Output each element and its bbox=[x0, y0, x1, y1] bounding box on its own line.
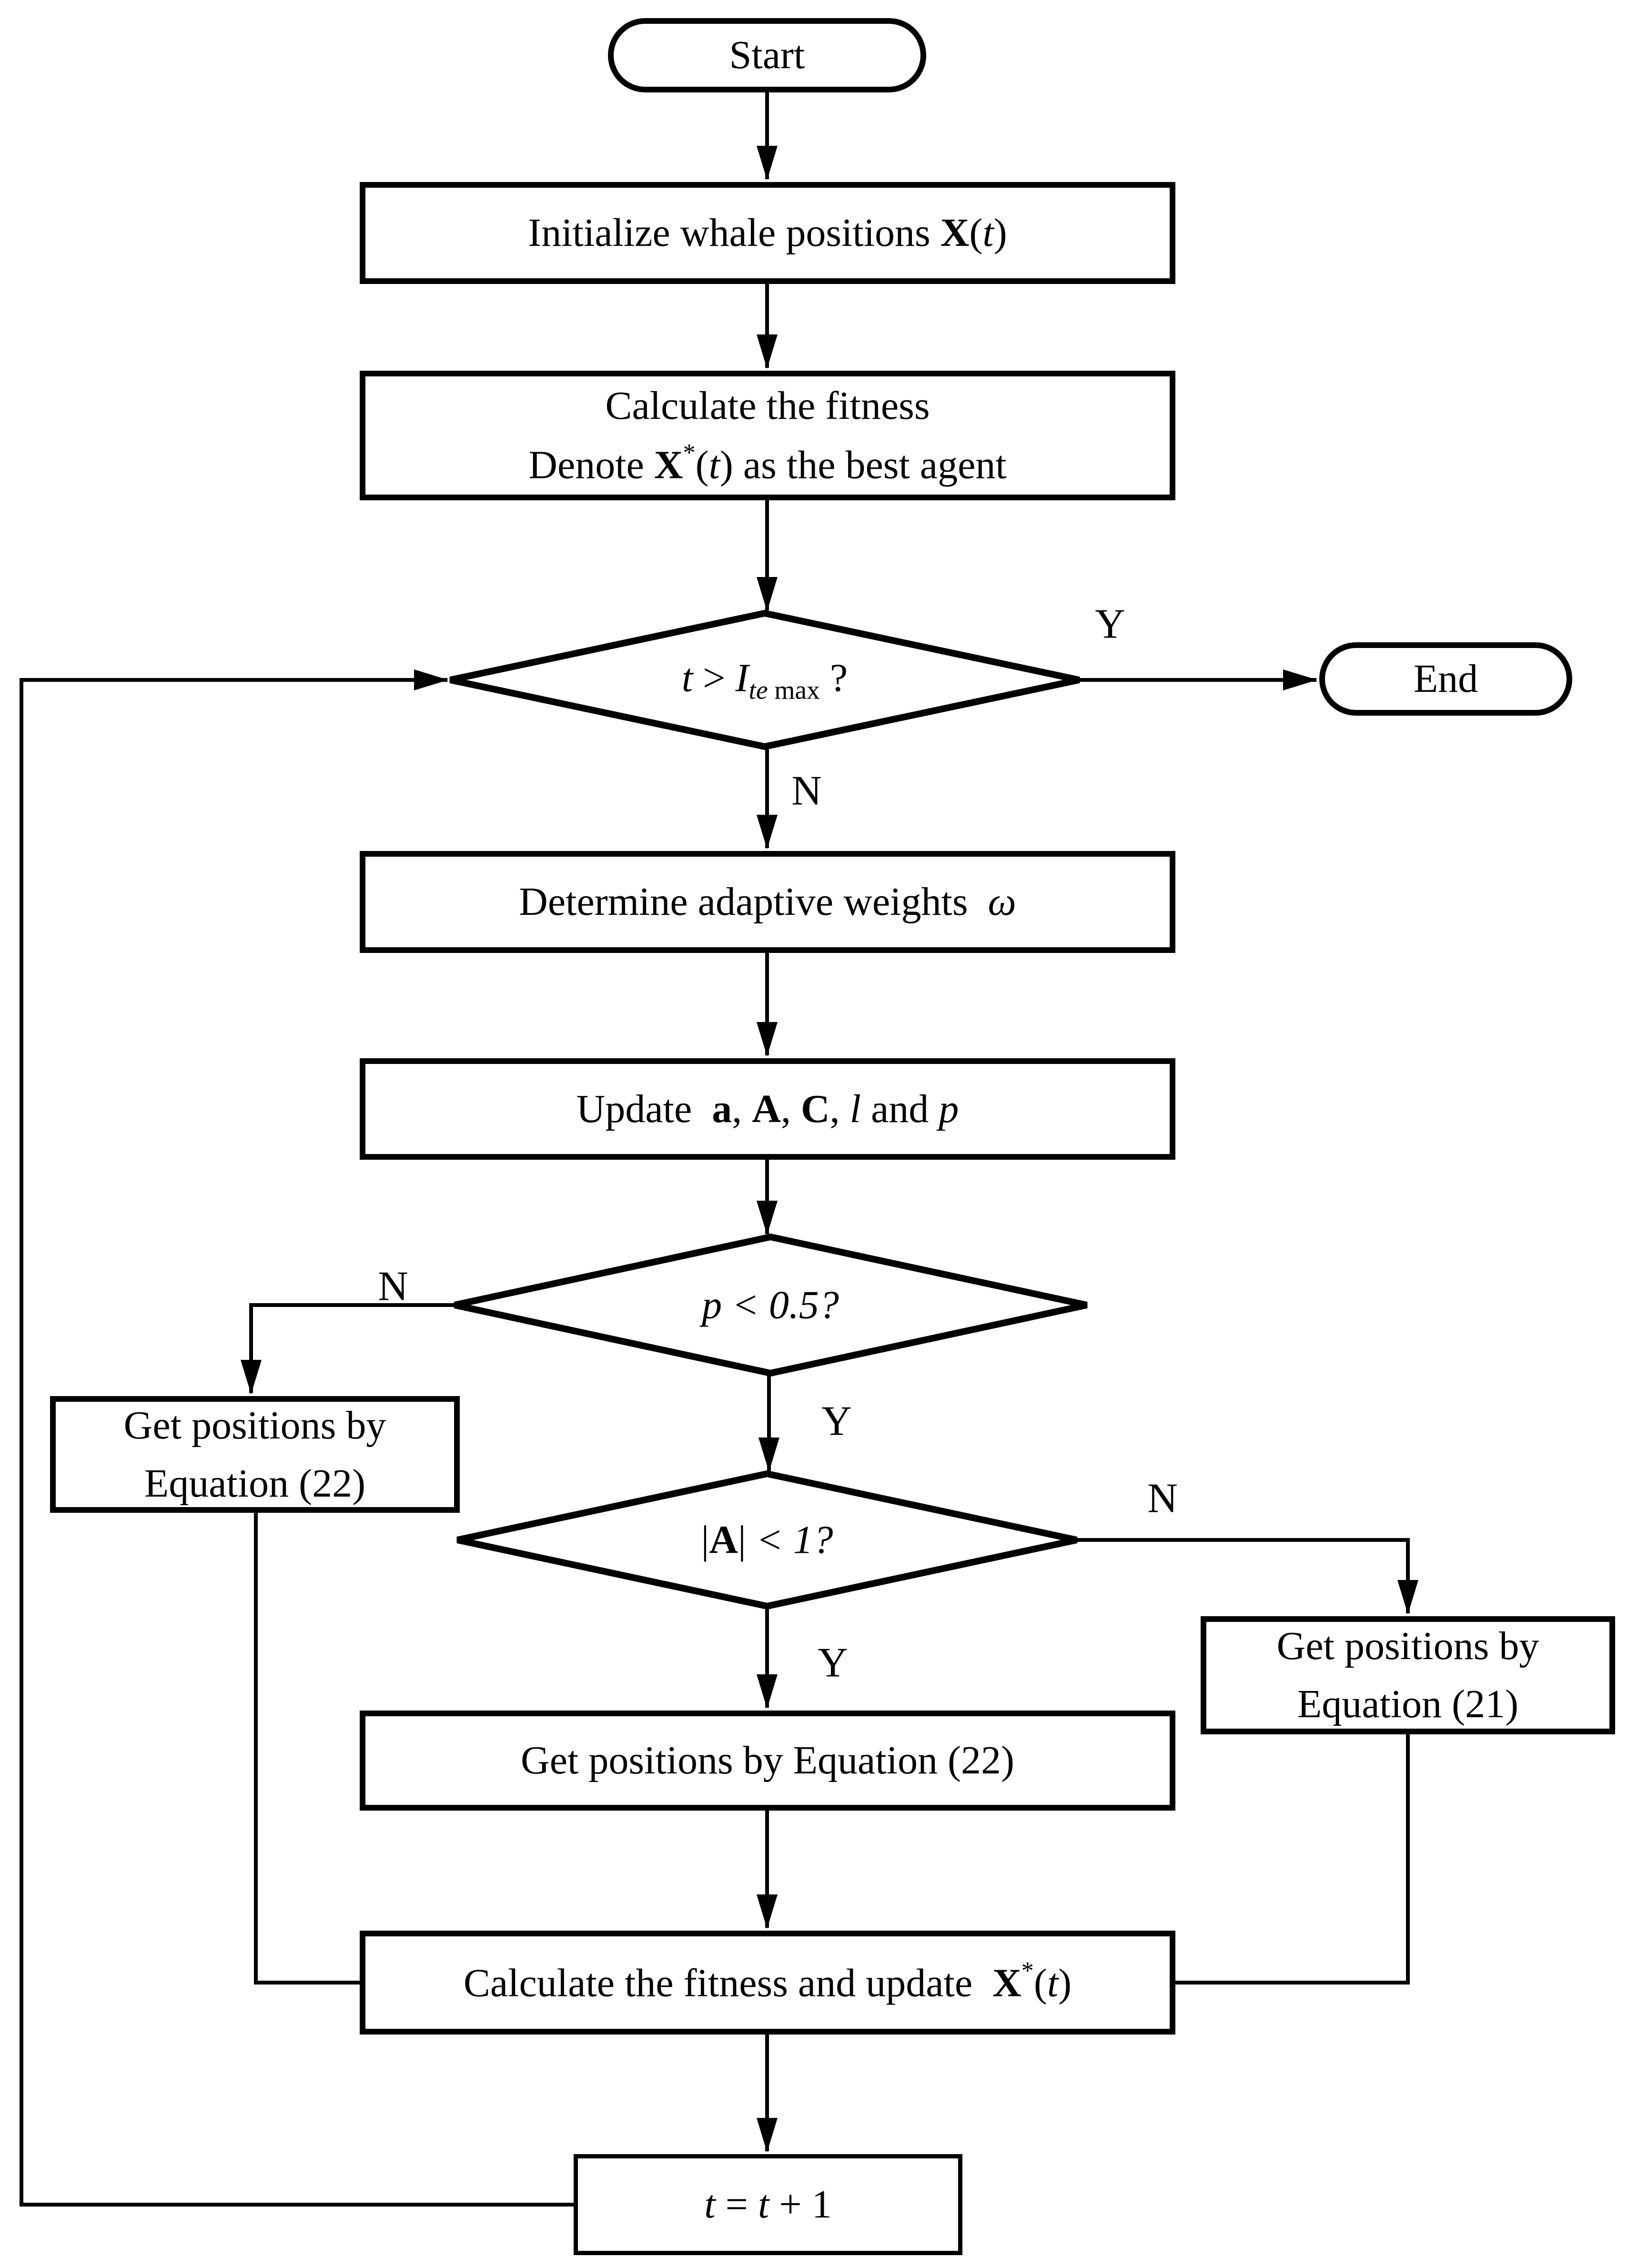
start-label: Start bbox=[729, 33, 805, 78]
fitness-label-line1: Calculate the fitness bbox=[605, 383, 930, 428]
p-yes-label: Y bbox=[821, 1398, 852, 1445]
fitness-process: Calculate the fitness Denote X*(t) as th… bbox=[360, 371, 1175, 500]
eq21-branch-label-line1: Get positions by bbox=[1276, 1624, 1539, 1669]
calc-update-label: Calculate the fitness and update X*(t) bbox=[463, 1957, 1072, 2005]
start-terminator: Start bbox=[608, 18, 926, 92]
iter-check-diamond-shape bbox=[449, 609, 1080, 750]
eq21-branch-label-line2: Equation (21) bbox=[1297, 1682, 1519, 1726]
init-process: Initialize whale positions X(t) bbox=[360, 182, 1175, 284]
p-check-label: p < 0.5? bbox=[702, 1283, 839, 1327]
increment-label: t = t + 1 bbox=[704, 2182, 832, 2227]
fitness-label-line2: Denote X*(t) as the best agent bbox=[528, 439, 1007, 487]
end-label: End bbox=[1413, 657, 1478, 701]
edge-increment-feedback-to-iter-check bbox=[20, 669, 574, 2207]
a-check-diamond-shape bbox=[456, 1470, 1078, 1610]
p-no-label: N bbox=[378, 1263, 408, 1310]
iter-yes-label: Y bbox=[1095, 601, 1125, 648]
increment-process: t = t + 1 bbox=[574, 2154, 962, 2255]
update-params-label: Update a, A, C, l and p bbox=[576, 1086, 959, 1131]
weights-process: Determine adaptive weights ω bbox=[360, 851, 1175, 953]
a-no-label: N bbox=[1147, 1475, 1178, 1522]
a-check-label: |A| < 1? bbox=[701, 1518, 833, 1562]
p-check-diamond-shape bbox=[454, 1233, 1088, 1377]
a-yes-label: Y bbox=[818, 1640, 848, 1686]
end-terminator: End bbox=[1319, 642, 1572, 716]
calc-update-process: Calculate the fitness and update X*(t) bbox=[360, 1931, 1175, 2035]
eq22-branch-process: Get positions by Equation (22) bbox=[50, 1396, 460, 1513]
weights-label: Determine adaptive weights ω bbox=[519, 880, 1016, 924]
eq21-branch-process: Get positions by Equation (21) bbox=[1201, 1616, 1615, 1734]
eq22-branch-label-line1: Get positions by bbox=[123, 1403, 386, 1448]
iter-no-label: N bbox=[791, 768, 822, 814]
edge-a-no-to-eq21-branch bbox=[1077, 1538, 1418, 1614]
edge-eq21-branch-to-calc-update bbox=[1175, 1734, 1410, 1984]
eq22-branch-label-line2: Equation (22) bbox=[144, 1461, 366, 1506]
edge-p-no-to-eq22-branch bbox=[241, 1303, 455, 1394]
eq22-main-label: Get positions by Equation (22) bbox=[521, 1738, 1014, 1783]
edge-eq22-branch-to-calc-update bbox=[254, 1513, 360, 1984]
init-label: Initialize whale positions X(t) bbox=[528, 211, 1007, 255]
iter-check-label: t > Ite max ? bbox=[681, 656, 848, 705]
eq22-main-process: Get positions by Equation (22) bbox=[360, 1711, 1175, 1811]
update-params-process: Update a, A, C, l and p bbox=[360, 1058, 1175, 1160]
